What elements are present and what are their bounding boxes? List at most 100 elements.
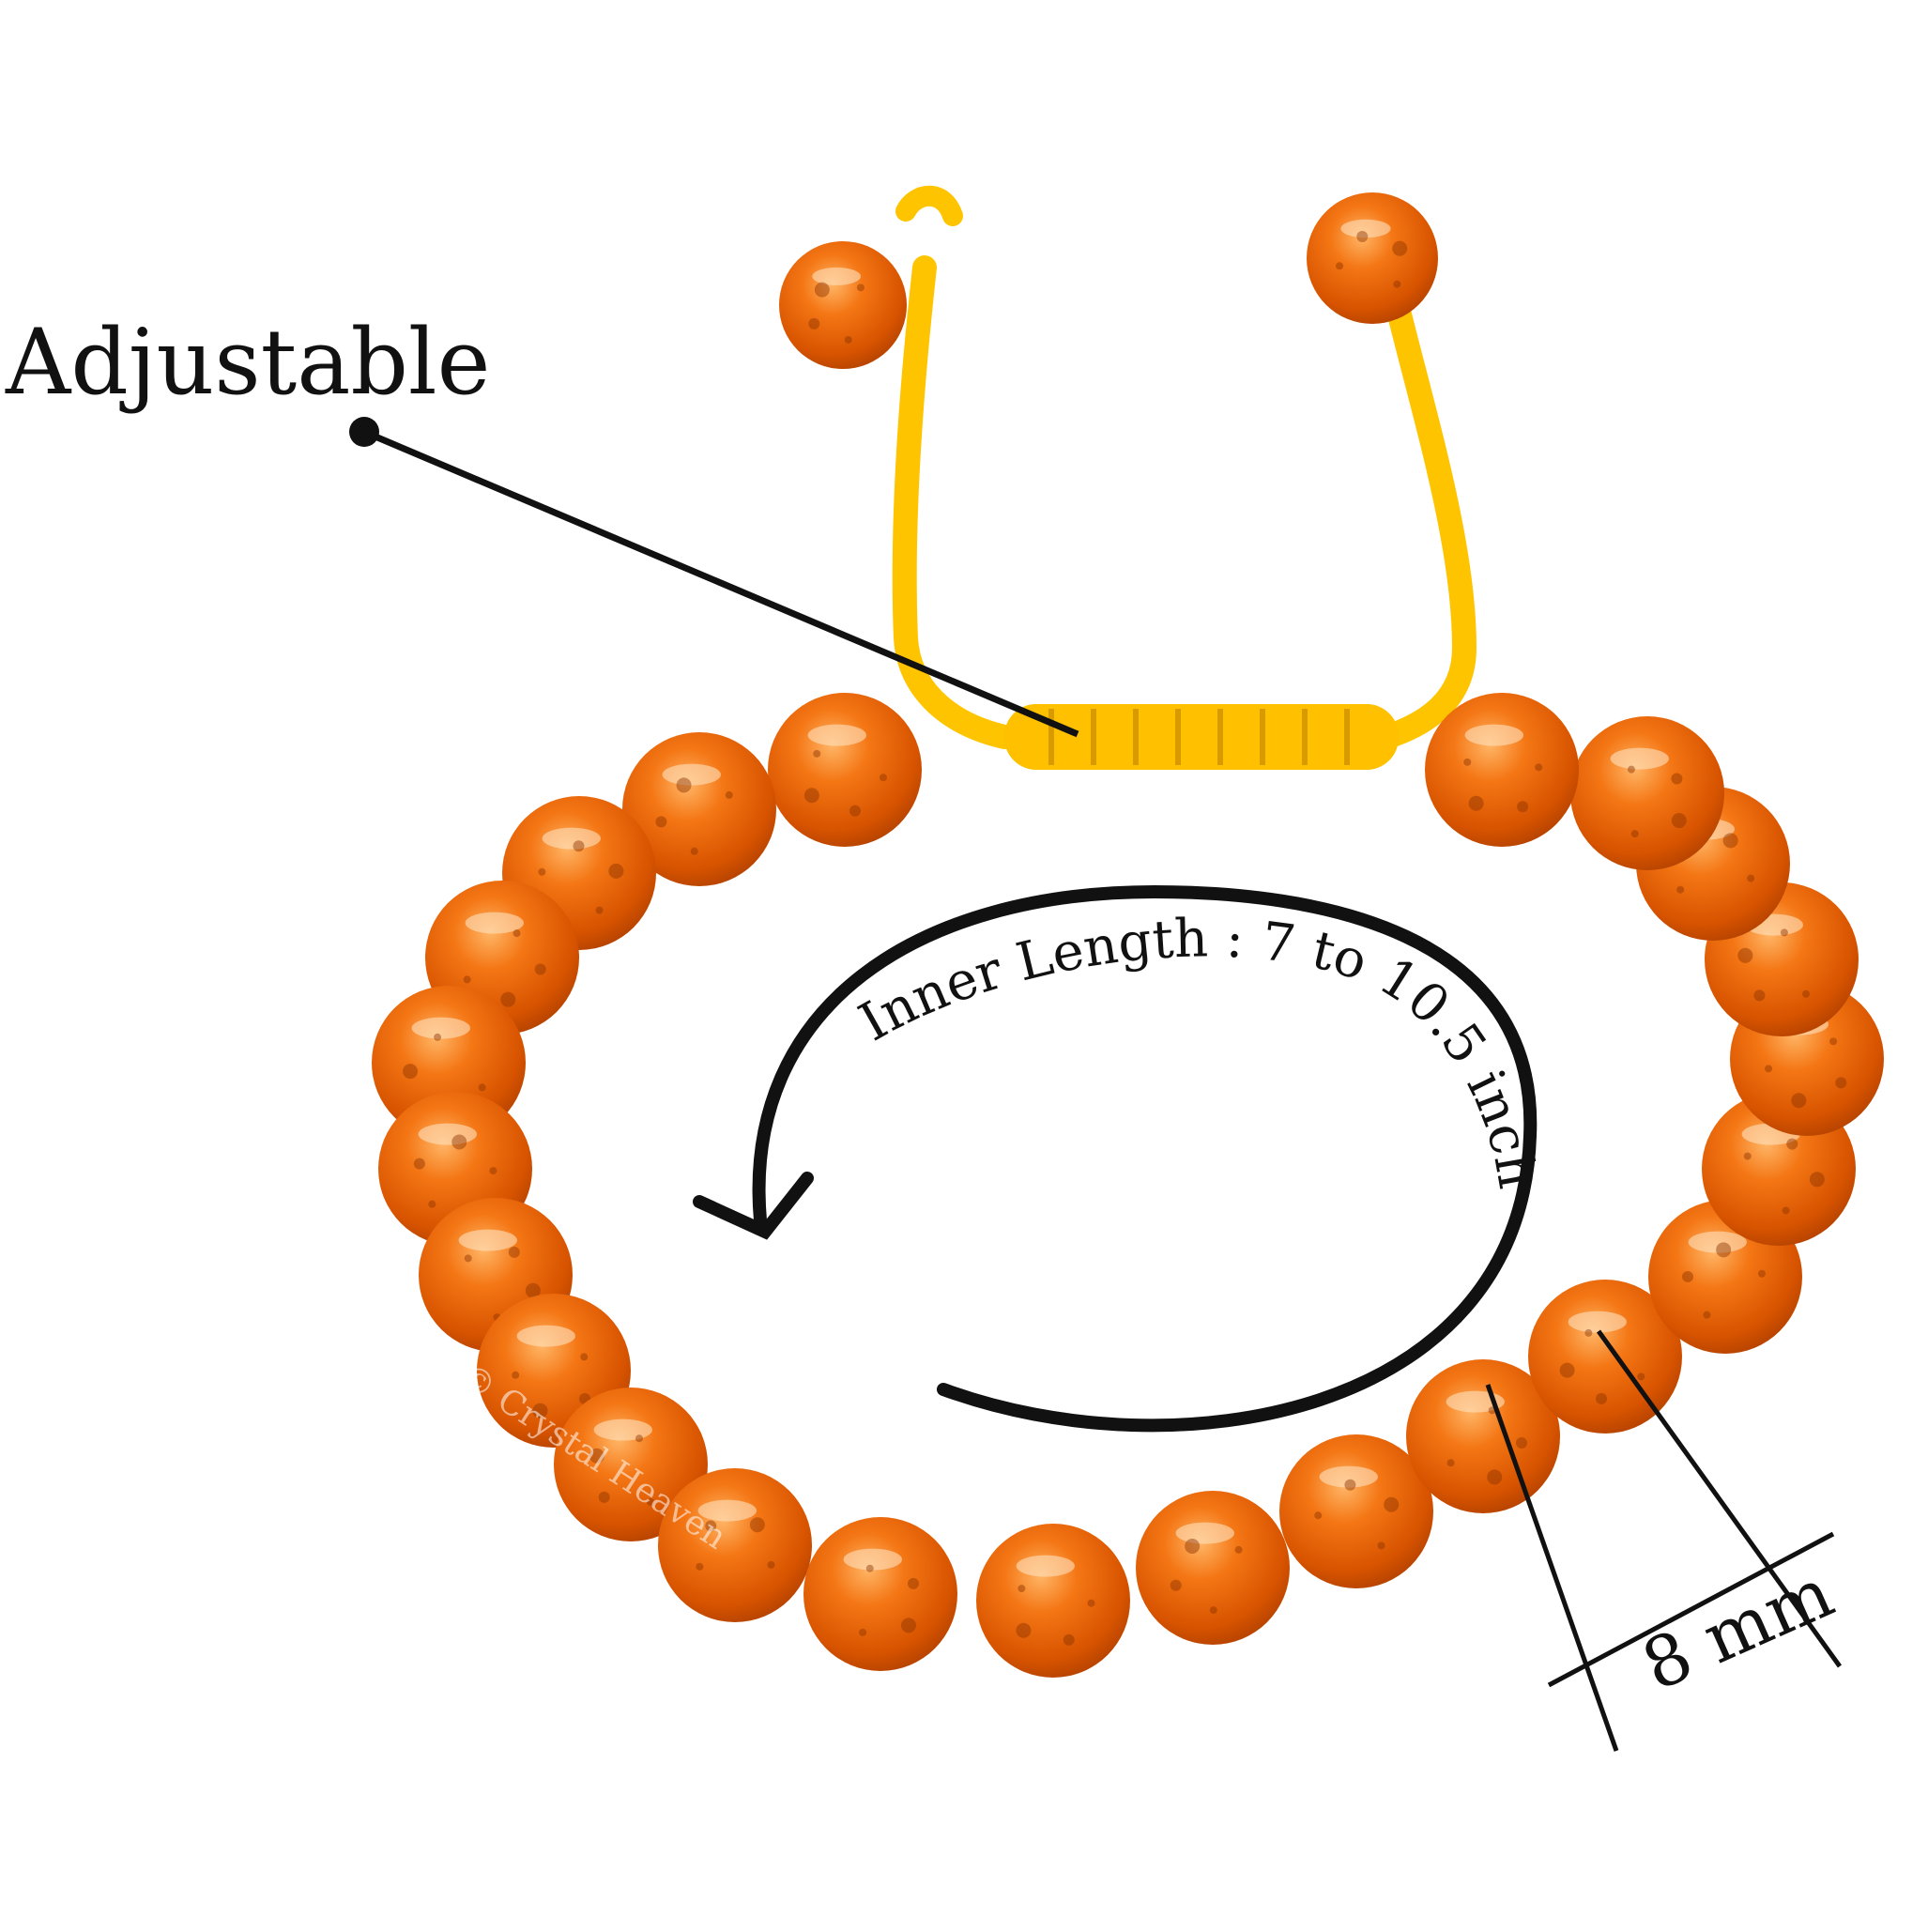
bead-inclusion [1384, 1496, 1400, 1512]
bead-highlight [812, 267, 862, 285]
bead-inclusion [1234, 1545, 1243, 1554]
bead-highlight [516, 1325, 575, 1347]
bead-inclusion [513, 929, 521, 938]
bead-inclusion [1809, 1172, 1825, 1188]
bead-highlight [542, 827, 601, 850]
bead-inclusion [1703, 1311, 1711, 1319]
bead-inclusion [767, 1560, 775, 1569]
bead-inclusion [1170, 1579, 1182, 1591]
bead-inclusion [428, 1200, 436, 1208]
bead-inclusion [1682, 1270, 1694, 1282]
bead-inclusion [608, 863, 624, 879]
bead-inclusion [803, 788, 819, 804]
bead-inclusion [1515, 1436, 1527, 1449]
bead-highlight [1688, 1231, 1747, 1253]
bead-inclusion [1596, 1392, 1608, 1404]
bead-inclusion [1627, 765, 1635, 774]
bead-inclusion [690, 847, 698, 855]
bead-inclusion [1765, 1065, 1773, 1073]
bead-highlight [1175, 1522, 1234, 1544]
cord-knot [1004, 704, 1399, 770]
bead-highlight [1464, 724, 1523, 746]
bead-inclusion [403, 1064, 419, 1080]
bead-inclusion [849, 805, 861, 817]
bead-inclusion [1786, 1138, 1798, 1150]
amber-bead [1279, 1434, 1433, 1588]
bead-inclusion [538, 867, 546, 876]
bead-inclusion [1087, 1599, 1095, 1607]
bead-inclusion [655, 816, 667, 828]
bead-inclusion [512, 1371, 520, 1379]
bead-inclusion [1446, 1459, 1455, 1467]
amber-bead [554, 1388, 708, 1541]
bead-inclusion [463, 975, 471, 984]
bead-inclusion [1737, 947, 1753, 963]
bead-inclusion [1393, 280, 1401, 288]
bead-inclusion [478, 1083, 486, 1092]
bead-inclusion [1016, 1622, 1032, 1638]
bead-highlight [458, 1229, 517, 1251]
bead-inclusion [808, 317, 820, 330]
bead-inclusion [532, 1403, 548, 1418]
amber-bead [803, 1517, 957, 1671]
bead-inclusion [1743, 1152, 1752, 1160]
bead-inclusion [1716, 1242, 1732, 1258]
bead-inclusion [1209, 1606, 1217, 1615]
bead-inclusion [595, 906, 604, 914]
amber-bead [658, 1468, 812, 1622]
arrow-head-icon [693, 1172, 814, 1240]
bead-inclusion [580, 1353, 589, 1361]
bead-inclusion [900, 1618, 916, 1633]
bead-inclusion [907, 1577, 919, 1589]
bead-inclusion [500, 991, 516, 1007]
bead-highlight [418, 1123, 477, 1145]
bead-highlight [411, 1017, 470, 1039]
bead-inclusion [1468, 795, 1484, 811]
bead-inclusion [1791, 1093, 1807, 1109]
bead-size-dimension [1485, 1329, 1843, 1752]
bead-highlight [807, 724, 866, 746]
bead-inclusion [696, 1562, 704, 1571]
bead-inclusion [1535, 763, 1543, 772]
bead-highlight [593, 1418, 652, 1441]
bead-inclusion [1753, 989, 1766, 1002]
bead-inclusion [856, 284, 865, 292]
amber-bead [976, 1524, 1130, 1678]
bead-highlight [465, 912, 524, 934]
bead-inclusion [1344, 1479, 1356, 1491]
inner-length-arrow [693, 884, 1538, 1433]
amber-bead [1425, 693, 1579, 847]
bead-inclusion [676, 777, 692, 793]
bead-inclusion [1637, 1372, 1645, 1381]
adjustable-label: Adjustable [6, 310, 491, 415]
bead-inclusion [1356, 231, 1369, 243]
bead-inclusion [1584, 1328, 1593, 1337]
bead-highlight [1340, 219, 1391, 238]
bead-inclusion [1676, 885, 1685, 894]
amber-bead [768, 693, 922, 847]
bead-highlight [662, 763, 721, 786]
adjustable-callout [349, 417, 1079, 738]
bead-inclusion [749, 1517, 765, 1533]
bead-highlight [843, 1548, 902, 1571]
bead-inclusion [1018, 1585, 1026, 1593]
bead-inclusion [508, 1246, 520, 1258]
bead-inclusion [434, 1033, 442, 1041]
bead-inclusion [725, 790, 733, 799]
bead-inclusion [1314, 1511, 1323, 1520]
bead-inclusion [1782, 1206, 1790, 1215]
cord-end-bead [779, 241, 907, 369]
bead-inclusion [1517, 801, 1529, 813]
bead-inclusion [705, 1520, 717, 1532]
bead-inclusion [1671, 773, 1683, 785]
bead-inclusion [1747, 874, 1755, 882]
bead-inclusion [489, 1167, 497, 1175]
bead-inclusion [573, 840, 585, 852]
bead-inclusion [844, 335, 852, 344]
bead-inclusion [646, 1497, 654, 1506]
bead-inclusion [1829, 1037, 1838, 1046]
bead-highlight [697, 1499, 757, 1522]
bead-inclusion [1801, 989, 1810, 998]
adjustable-cord [892, 185, 1477, 770]
